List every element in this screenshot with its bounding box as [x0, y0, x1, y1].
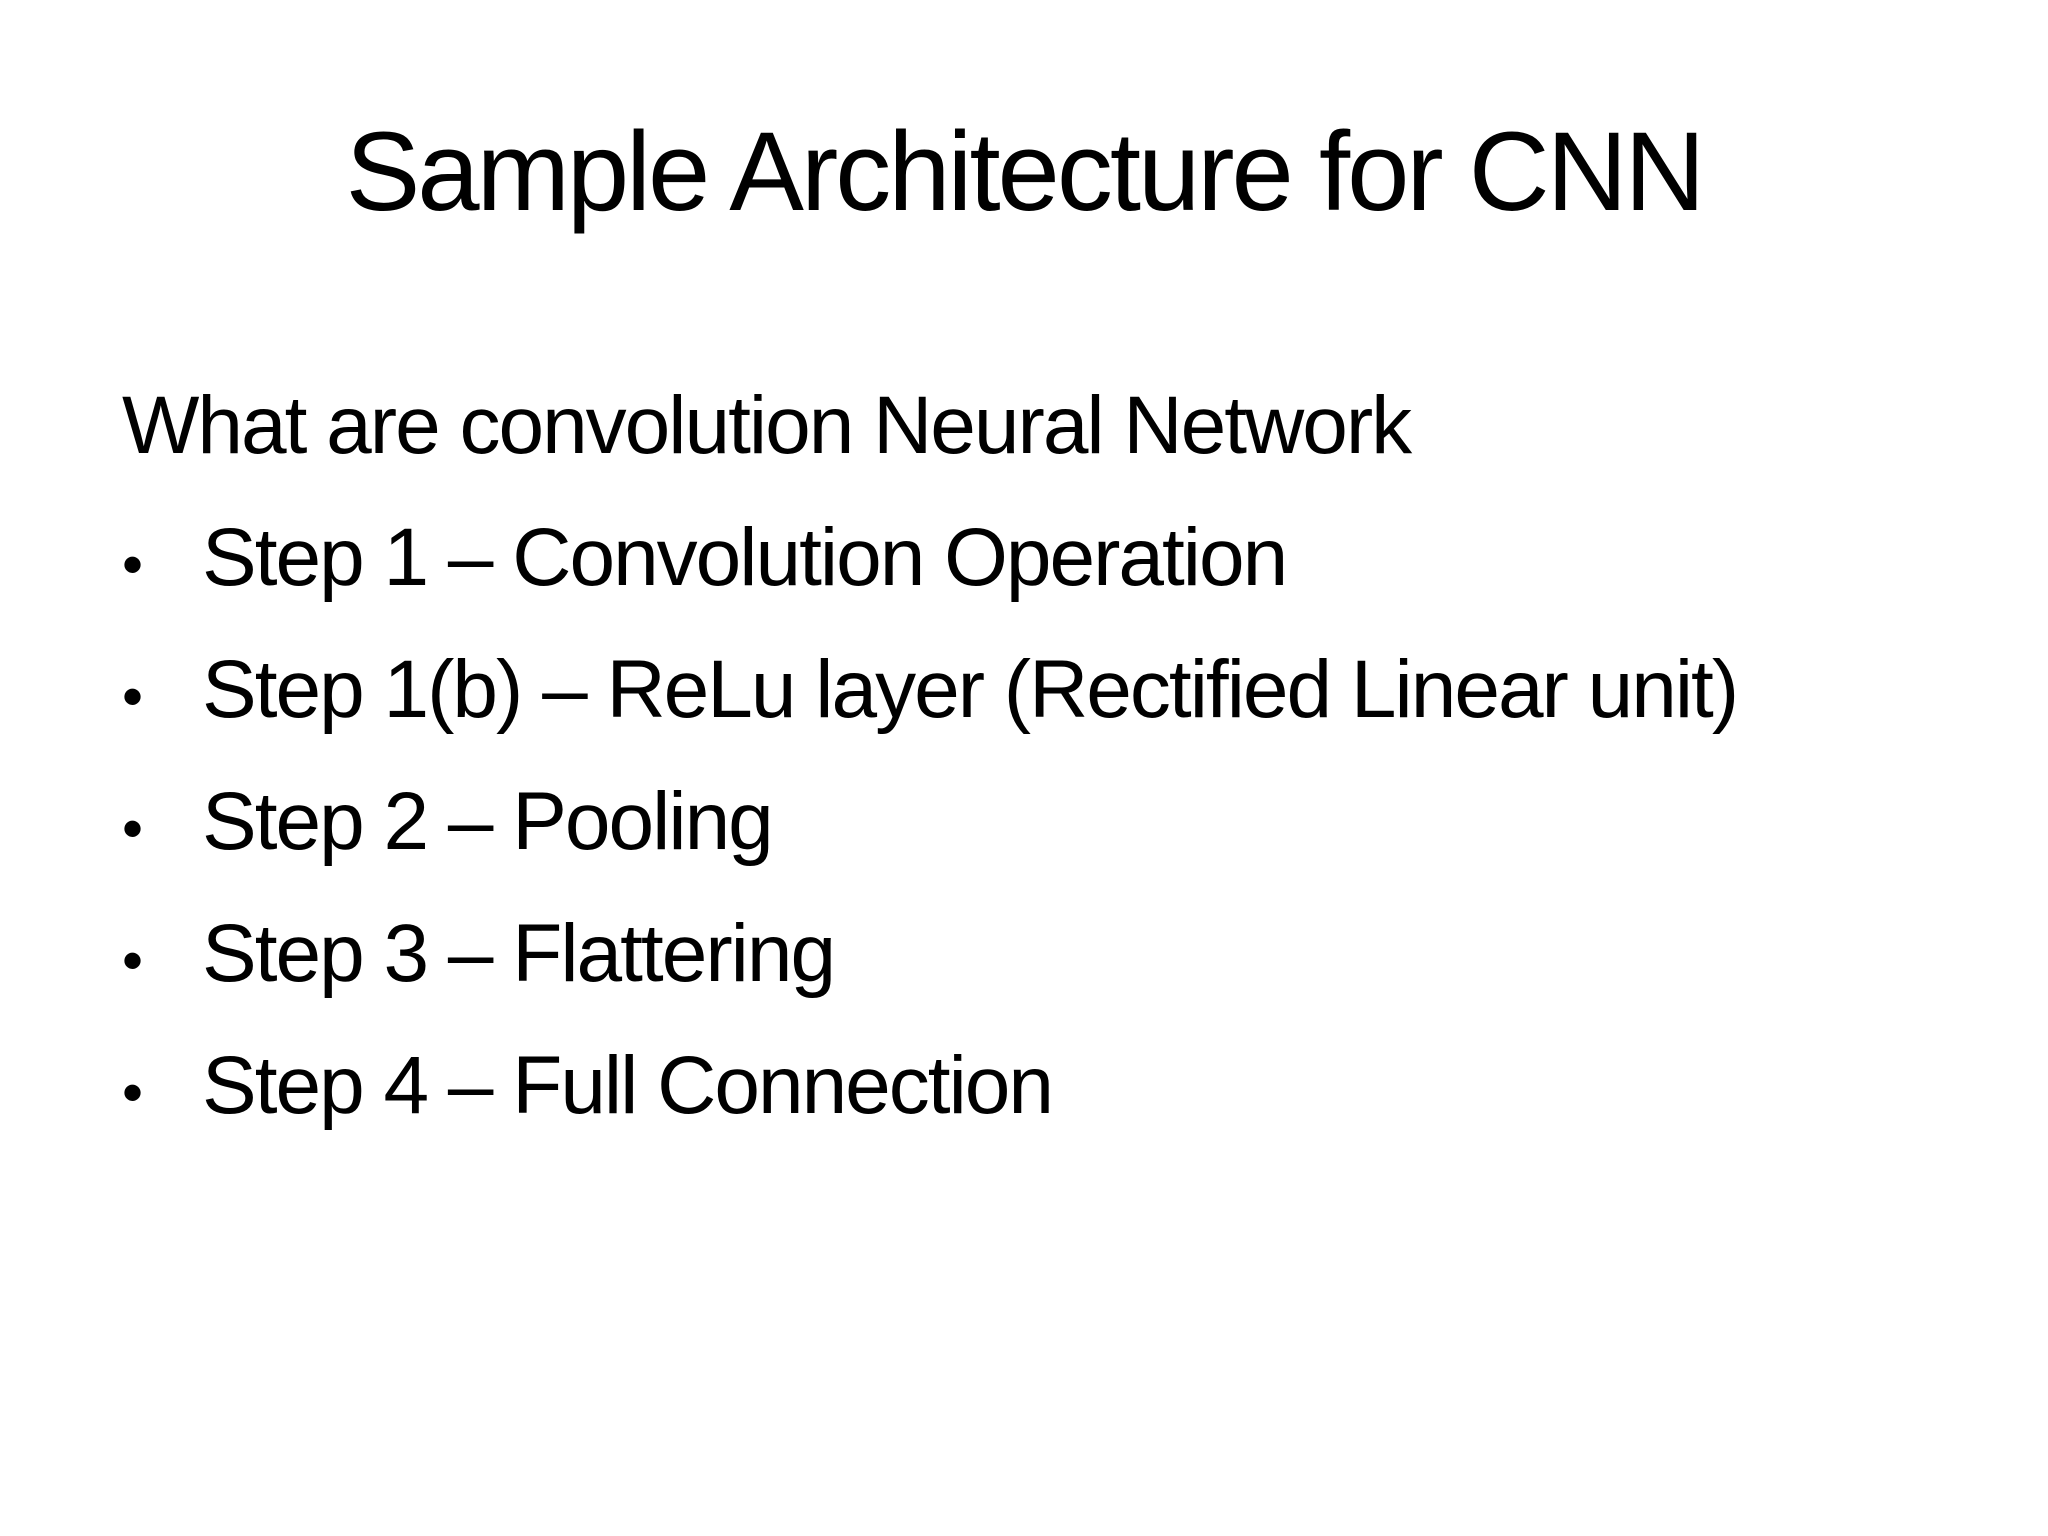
bullet-text: Step 4 – Full Connection — [202, 1040, 1054, 1131]
bullet-marker: • — [122, 1059, 144, 1126]
bullet-item: • Step 1(b) – ReLu layer (Rectified Line… — [122, 624, 2008, 756]
bullet-marker: • — [122, 795, 144, 862]
bullet-text: Step 3 – Flattering — [202, 908, 836, 999]
slide-title: Sample Architecture for CNN — [345, 109, 1706, 234]
bullet-item: • Step 3 – Flattering — [122, 888, 2008, 1020]
bullet-text: Step 1 – Convolution Operation — [202, 512, 1288, 603]
bullet-marker: • — [122, 531, 144, 598]
bullet-marker: • — [122, 663, 144, 730]
bullet-list: • Step 1 – Convolution Operation • Step … — [122, 492, 2008, 1152]
slide-body: What are convolution Neural Network • St… — [122, 360, 2008, 1152]
bullet-item: • Step 2 – Pooling — [122, 756, 2008, 888]
bullet-item: • Step 1 – Convolution Operation — [122, 492, 2008, 624]
bullet-marker: • — [122, 927, 144, 994]
bullet-item: • Step 4 – Full Connection — [122, 1020, 2008, 1152]
intro-text: What are convolution Neural Network — [122, 380, 1412, 471]
bullet-text: Step 1(b) – ReLu layer (Rectified Linear… — [202, 644, 1739, 735]
bullet-text: Step 2 – Pooling — [202, 776, 774, 867]
